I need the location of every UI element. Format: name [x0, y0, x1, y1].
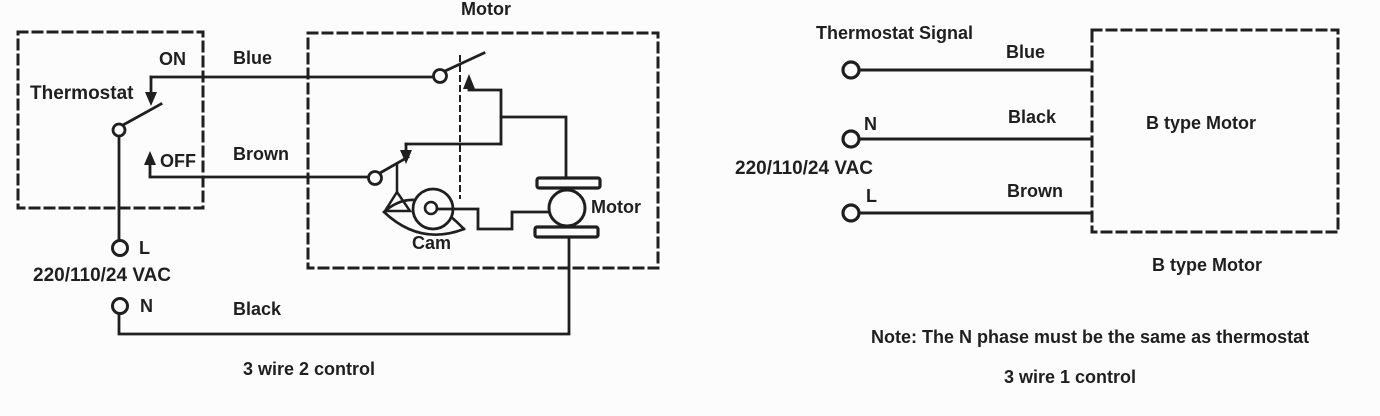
blue-wire-label: Blue	[233, 48, 273, 68]
motor-box-title: Motor	[461, 0, 511, 19]
blue-contact-arrow-icon	[463, 74, 475, 89]
thermostat-signal-label: Thermostat Signal	[816, 23, 974, 43]
black-wire	[117, 236, 571, 336]
n-terminal-icon	[111, 297, 129, 315]
b-type-motor-caption: B type Motor	[1152, 255, 1262, 275]
b-type-motor-box-label: B type Motor	[1146, 113, 1256, 133]
thermostat-box	[16, 30, 205, 210]
brown-wire-label-right: Brown	[1007, 181, 1063, 201]
n-terminal-label-right: N	[864, 114, 877, 134]
blue-contact-wire	[467, 86, 503, 146]
voltage-label-left: 220/110/24 VAC	[33, 265, 172, 286]
b-type-motor-box	[1090, 28, 1340, 234]
cam-icon	[382, 187, 466, 236]
l-terminal-label: L	[139, 238, 150, 258]
off-contact-arrow-icon	[144, 151, 156, 165]
thermostat-box-label: Thermostat	[30, 83, 134, 104]
thermostat-switch-pivot	[111, 122, 127, 138]
black-wire-label-right: Black	[1008, 107, 1057, 127]
thermostat-switch-icon	[111, 102, 163, 138]
motor-label: Motor	[591, 197, 641, 217]
brown-wire-label: Brown	[233, 144, 289, 164]
cam-label: Cam	[412, 233, 452, 253]
voltage-label-right: 220/110/24 VAC	[735, 158, 874, 179]
brown-wire	[144, 151, 371, 179]
thermostat-switch-blade	[121, 102, 163, 127]
on-label: ON	[159, 49, 186, 69]
switch-to-motor-wire	[499, 115, 568, 180]
cam-switch-blue-icon	[432, 51, 486, 89]
blue-wire-label-right: Blue	[1006, 42, 1046, 62]
thermostat-signal-terminal-icon	[841, 60, 861, 80]
l-terminal-label-right: L	[866, 186, 877, 206]
l-terminal-right-icon	[841, 203, 861, 223]
n-terminal-right-icon	[841, 129, 861, 149]
n-terminal-label: N	[140, 296, 153, 316]
on-contact-arrow-icon	[145, 92, 157, 106]
right-caption: 3 wire 1 control	[1004, 367, 1137, 387]
cam-to-motor-wire	[435, 207, 552, 231]
left-caption: 3 wire 2 control	[243, 359, 376, 379]
blue-wire	[145, 75, 436, 106]
l-terminal-icon	[111, 239, 129, 257]
motor-icon	[533, 176, 602, 239]
cam-switch-brown-icon	[367, 142, 412, 186]
motor-box	[306, 31, 660, 270]
note-text: Note: The N phase must be the same as th…	[871, 327, 1310, 347]
black-wire-label: Black	[233, 299, 282, 319]
off-label: OFF	[160, 151, 196, 171]
